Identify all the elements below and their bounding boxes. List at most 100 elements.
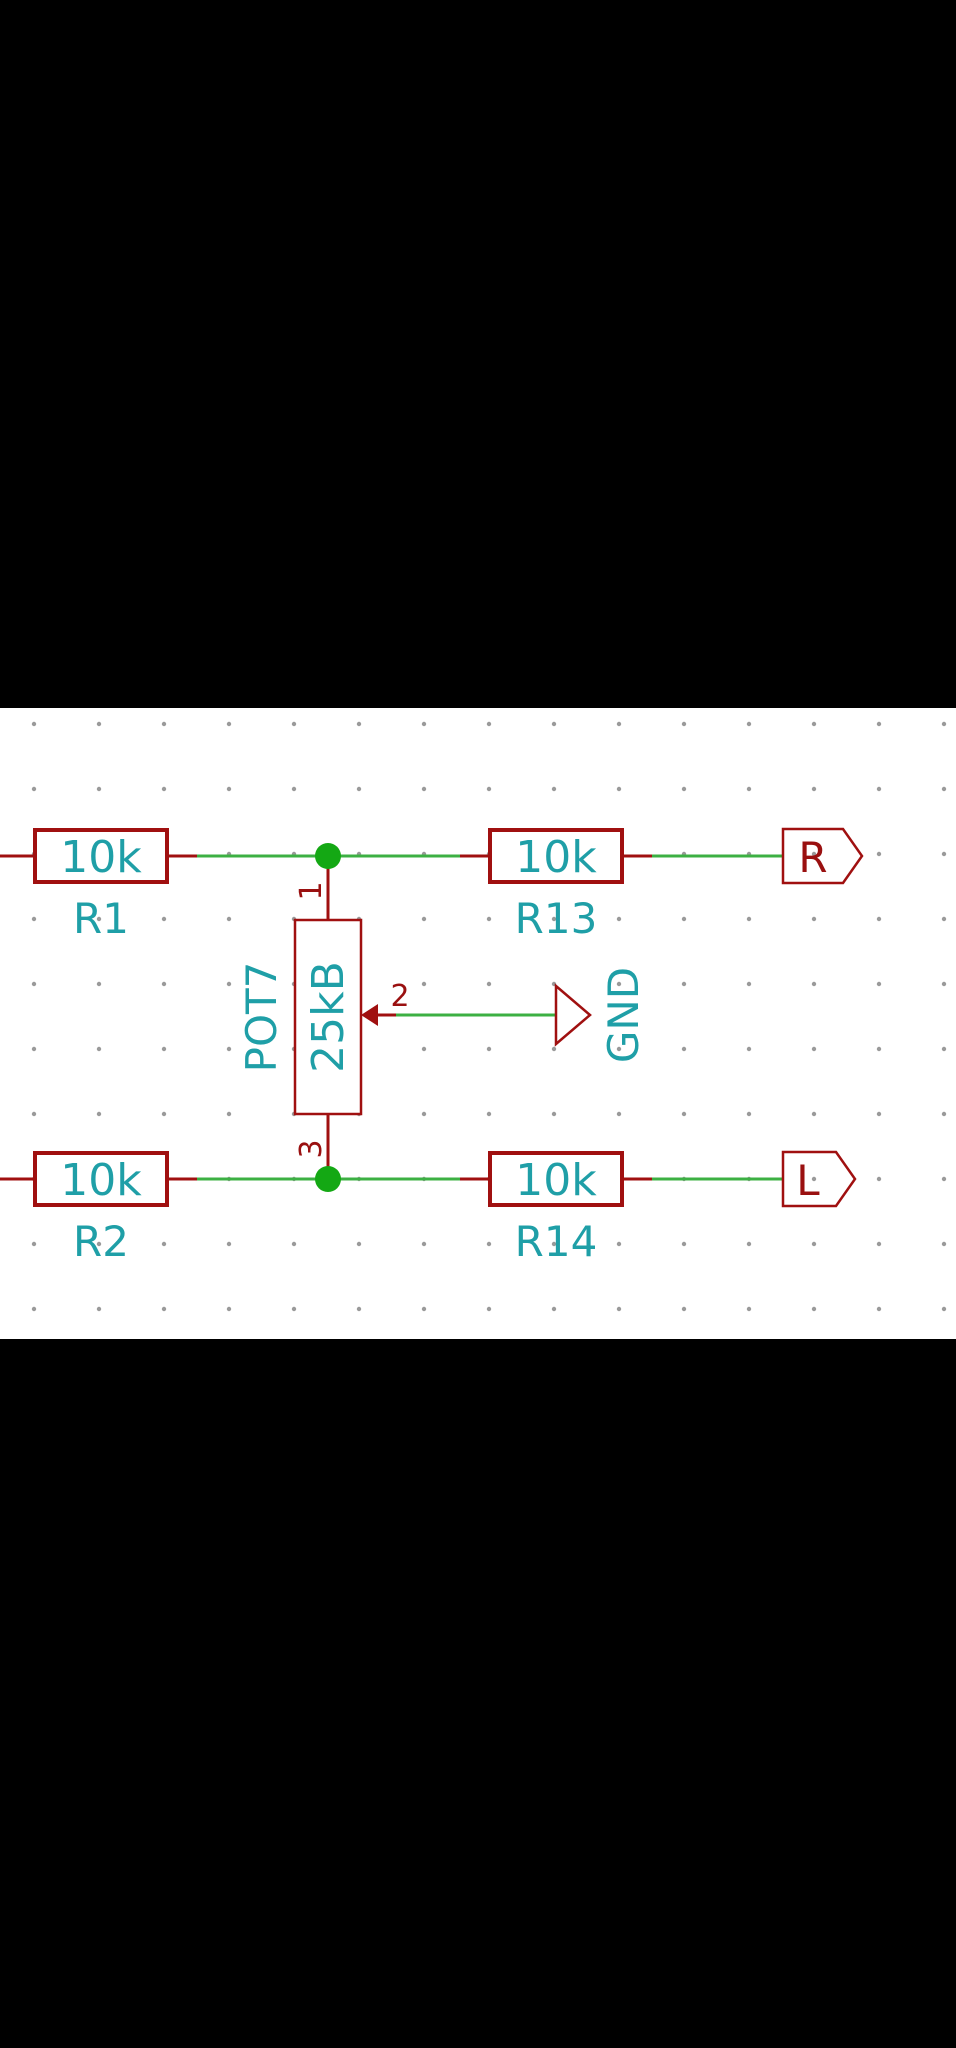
gnd-symbol[interactable]: GND [554,967,648,1063]
resistor-r14-ref: R14 [515,1217,598,1266]
grid-dot [616,981,622,987]
grid-dot [616,786,622,792]
pot7-pin3-number: 3 [294,1139,329,1158]
grid-dot [876,1176,882,1182]
grid-dot [811,851,817,857]
grid-dot [681,916,687,922]
pot7-pin1-number: 1 [294,881,329,900]
junction-bottom [315,1166,341,1192]
pot7-body [293,918,363,1116]
resistor-r1[interactable]: 10k R1 [0,828,197,943]
grid-dot [616,916,622,922]
grid-dot [876,786,882,792]
junction-top [315,843,341,869]
grid-dot [746,1046,752,1052]
grid-dot [161,981,167,987]
grid-dot [551,1306,557,1312]
grid-dot [746,721,752,727]
grid-dot [31,721,37,727]
grid-dot [616,1241,622,1247]
grid-dot [681,1111,687,1117]
grid-dot [486,981,492,987]
grid-dot [941,1241,947,1247]
grid-dot [876,1046,882,1052]
resistor-r1-ref: R1 [73,894,129,943]
grid-dot [421,1241,427,1247]
schematic-canvas[interactable]: 10k R1 10k R13 10k R2 10k R14 25kB POT7 … [0,708,956,1339]
resistor-r14[interactable]: 10k R14 [460,1151,652,1266]
pot7-ref: POT7 [237,962,286,1073]
grid-dot [96,916,102,922]
grid-dot [226,916,232,922]
grid-dot [421,786,427,792]
grid-dot [616,1111,622,1117]
net-label-l[interactable]: L [781,1150,857,1208]
grid-dot [876,1306,882,1312]
grid-dot [551,1046,557,1052]
grid-dot [811,721,817,727]
grid-dot [421,1111,427,1117]
grid-dot [161,916,167,922]
grid-dot [31,1241,37,1247]
grid-dot [811,916,817,922]
grid-dot [161,721,167,727]
grid-dot [551,786,557,792]
grid-dot [746,1111,752,1117]
grid-dot [941,1176,947,1182]
resistor-r14-value: 10k [515,1155,597,1206]
grid-dot [876,1241,882,1247]
resistor-r2[interactable]: 10k R2 [0,1151,197,1266]
grid-dot [226,786,232,792]
grid-dot [226,1046,232,1052]
grid-dot [291,721,297,727]
grid-dot [811,981,817,987]
grid-dot [226,1306,232,1312]
grid-dot [226,1241,232,1247]
grid-dot [551,1241,557,1247]
grid-dot [161,786,167,792]
resistor-r13-ref: R13 [515,894,598,943]
potentiometer-pot7[interactable]: 25kB POT7 1 2 3 [237,856,410,1179]
grid-dot [681,981,687,987]
grid-dot [486,1111,492,1117]
grid-dot [551,1111,557,1117]
net-label-r[interactable]: R [781,827,864,885]
grid-dot [486,1046,492,1052]
grid-dot [31,1046,37,1052]
grid-dot [941,851,947,857]
grid-dot [551,721,557,727]
grid-dot [486,786,492,792]
grid-dot [291,786,297,792]
grid-dot [421,981,427,987]
grid-dot [746,1306,752,1312]
net-label-l-text: L [796,1156,820,1205]
canvas-background [0,708,956,1339]
grid-dot [96,721,102,727]
resistor-r1-value: 10k [60,832,142,883]
grid-dot [356,1306,362,1312]
grid-dot [616,1306,622,1312]
pot7-pin2-number: 2 [390,979,409,1014]
grid-dot [941,1046,947,1052]
grid-dot [941,916,947,922]
gnd-label: GND [599,967,648,1063]
grid-dot [31,786,37,792]
resistor-r13[interactable]: 10k R13 [460,828,652,943]
resistor-r2-value: 10k [60,1155,142,1206]
grid-dot [96,786,102,792]
gnd-triangle [554,983,592,1047]
grid-dot [811,1046,817,1052]
grid-dot [941,1111,947,1117]
grid-dot [681,1046,687,1052]
grid-dot [226,1111,232,1117]
grid-dot [616,721,622,727]
grid-dot [876,721,882,727]
grid-dot [681,721,687,727]
resistor-r13-body [488,828,624,884]
grid-dot [161,1306,167,1312]
grid-dot [161,1111,167,1117]
grid-dot [616,1046,622,1052]
grid-dot [421,721,427,727]
net-label-r-text: R [798,833,827,882]
grid-dot [486,1241,492,1247]
